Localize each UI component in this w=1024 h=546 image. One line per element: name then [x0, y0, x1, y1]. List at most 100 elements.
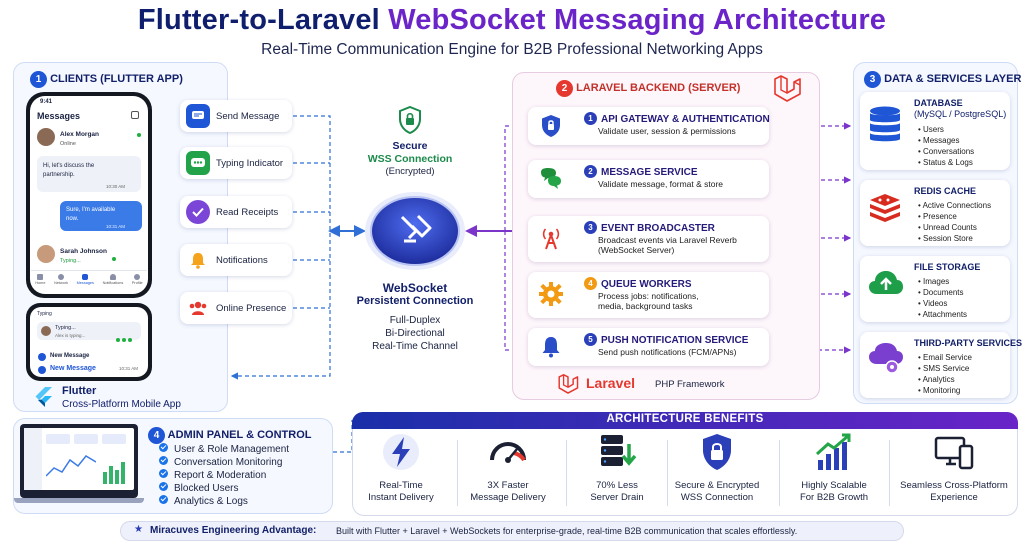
admin-item-label: User & Role Management [174, 444, 290, 455]
datastore-item: Monitoring [918, 385, 972, 396]
broadcast-tower-icon [542, 228, 560, 250]
datastore-item: Active Connections [918, 200, 991, 211]
users-icon [186, 296, 210, 320]
divider [889, 440, 890, 506]
tab-network[interactable]: Network [54, 272, 68, 292]
backend-title: LARAVEL BACKEND (SERVER) [576, 82, 741, 94]
check-icon [159, 482, 168, 491]
edit-icon[interactable] [131, 111, 139, 119]
benefit-line2: Server Drain [590, 492, 644, 503]
divider [667, 440, 668, 506]
tab-notifications[interactable]: Notifications [102, 272, 124, 292]
feature-typing-indicator[interactable]: Typing Indicator [180, 147, 292, 179]
feature-online-presence[interactable]: Online Presence [180, 292, 292, 324]
message-bubble-in [37, 156, 141, 192]
step-desc: Send push notifications (FCM/APNs) [598, 347, 737, 357]
speedometer-icon [490, 442, 526, 463]
step-number: 4 [584, 277, 597, 290]
datastore-redis[interactable]: REDIS CACHE Active ConnectionsPresenceUn… [860, 180, 1010, 246]
datastore-item: Videos [918, 298, 967, 309]
step-number: 2 [584, 165, 597, 178]
datastore-item: Status & Logs [918, 157, 974, 168]
websocket-hub[interactable] [364, 191, 466, 271]
datastore-third-party[interactable]: THIRD-PARTY SERVICES Email ServiceSMS Se… [860, 332, 1022, 398]
new-message-time: 10:31 AM [119, 366, 139, 371]
clients-title: CLIENTS (FLUTTER APP) [50, 73, 183, 85]
section-number-4: 4 [148, 427, 165, 444]
new-message-banner[interactable]: New Message [50, 365, 96, 372]
datastore-database[interactable]: DATABASE(MySQL / PostgreSQL) UsersMessag… [860, 92, 1010, 170]
title-part-a: Flutter-to-Laravel [137, 4, 380, 36]
tabbar-divider [31, 270, 147, 271]
admin-heading: 4 ADMIN PANEL & CONTROL [148, 427, 311, 444]
divider [457, 440, 458, 506]
check-icon [159, 443, 168, 452]
avatar[interactable] [37, 245, 55, 263]
typing-status: Typing... [60, 258, 81, 264]
tab-profile[interactable]: Profile [132, 272, 143, 292]
network-icon [58, 274, 65, 280]
step-desc: Broadcast events via Laravel Reverb [598, 235, 737, 245]
admin-sidebar [24, 428, 42, 490]
new-message-icon [38, 353, 46, 361]
message-text: Sure, I'm available now. [66, 207, 116, 222]
admin-laptop-mockup [20, 424, 138, 498]
footer-banner [120, 521, 904, 541]
tab-home[interactable]: Home [35, 272, 45, 292]
datastore-subtitle: (MySQL / PostgreSQL) [914, 109, 1007, 119]
datastore-item: Session Store [918, 233, 991, 244]
step-title: MESSAGE SERVICE [601, 167, 698, 178]
backend-message-service[interactable]: 2 MESSAGE SERVICE Validate message, forma… [528, 160, 769, 198]
step-desc: Validate user, session & permissions [598, 126, 736, 136]
datastore-item: Unread Counts [918, 222, 991, 233]
message-time: 10:30 AM [106, 184, 126, 189]
clients-heading: 1 CLIENTS (FLUTTER APP) [30, 71, 183, 88]
divider [779, 440, 780, 506]
devices-icon [934, 436, 974, 470]
tab-label: Messages [76, 281, 94, 285]
tab-label: Profile [131, 281, 143, 285]
send-message-icon [186, 104, 210, 128]
websocket-subtitle: Persistent Connection [356, 295, 474, 307]
feature-send-message[interactable]: Send Message [180, 100, 292, 132]
admin-title: ADMIN PANEL & CONTROL [167, 429, 312, 441]
phone-time: 9:41 [40, 99, 53, 105]
check-icon [159, 495, 168, 504]
admin-item: Report & Moderation [159, 469, 289, 482]
websocket-name: WebSocket [382, 281, 448, 295]
datastore-item: Attachments [918, 309, 967, 320]
secure-label: Secure [392, 140, 428, 152]
chat-icon [38, 366, 46, 374]
benefits-panel [352, 412, 1018, 516]
feature-read-receipts[interactable]: Read Receipts [180, 196, 292, 228]
stat-card [74, 434, 98, 444]
tab-label: Notifications [102, 281, 124, 285]
datastore-item: Images [918, 276, 967, 287]
data-title: DATA & SERVICES LAYER [884, 73, 1022, 85]
benefit-line1: 3X Faster [487, 480, 529, 491]
step-number: 1 [584, 112, 597, 125]
admin-item: User & Role Management [159, 443, 289, 456]
datastore-item: Users [918, 124, 974, 135]
feature-label: Online Presence [216, 302, 287, 314]
data-heading: 3 DATA & SERVICES LAYER [864, 71, 1021, 88]
step-number: 3 [584, 221, 597, 234]
admin-item: Blocked Users [159, 482, 289, 495]
datastore-file-storage[interactable]: FILE STORAGE ImagesDocumentsVideosAttach… [860, 256, 1010, 322]
typing-indicator-icon [186, 151, 210, 175]
cloud-gear-icon [869, 343, 903, 374]
online-dot-icon [137, 133, 141, 137]
step-desc: Validate message, format & store [598, 179, 724, 189]
phone-messages-title: Messages [37, 111, 81, 121]
lock-shield-icon [703, 434, 731, 470]
feature-notifications[interactable]: Notifications [180, 244, 292, 276]
avatar[interactable] [37, 128, 55, 146]
benefit-line2: Experience [930, 492, 978, 503]
check-icon [159, 469, 168, 478]
tab-messages[interactable]: Messages [77, 272, 94, 292]
